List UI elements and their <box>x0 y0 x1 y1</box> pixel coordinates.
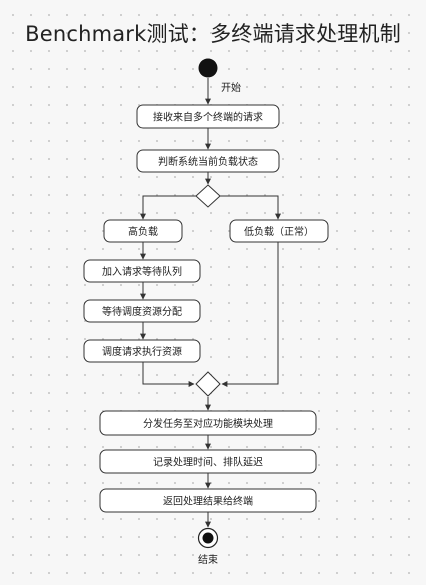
node-high-load-label: 高负载 <box>128 225 158 238</box>
node-enqueue-label: 加入请求等待队列 <box>102 265 182 278</box>
node-schedule-exec-label: 调度请求执行资源 <box>102 345 182 358</box>
node-return: 返回处理结果给终端 <box>99 488 317 513</box>
node-enqueue: 加入请求等待队列 <box>83 259 201 283</box>
merge-node <box>195 371 221 397</box>
start-node <box>198 58 218 78</box>
diagram-title: Benchmark测试：多终端请求处理机制 <box>25 22 401 46</box>
node-schedule-exec: 调度请求执行资源 <box>83 339 201 363</box>
node-record: 记录处理时间、排队延迟 <box>99 449 317 474</box>
node-receive-label: 接收来自多个终端的请求 <box>153 111 263 124</box>
start-label: 开始 <box>221 81 241 94</box>
edge-low-merge <box>221 242 279 387</box>
node-return-label: 返回处理结果给终端 <box>163 495 253 508</box>
node-high-load: 高负载 <box>103 219 183 243</box>
node-low-load-label: 低负载（正常） <box>244 225 314 238</box>
node-dispatch-label: 分发任务至对应功能模块处理 <box>143 417 273 430</box>
node-wait-schedule: 等待调度资源分配 <box>83 299 201 323</box>
edge-decision-low <box>219 195 281 220</box>
node-dispatch: 分发任务至对应功能模块处理 <box>99 410 317 436</box>
node-record-label: 记录处理时间、排队延迟 <box>153 456 263 469</box>
node-low-load: 低负载（正常） <box>229 219 329 243</box>
edge-decision-high <box>140 195 197 220</box>
node-receive: 接收来自多个终端的请求 <box>136 104 280 129</box>
node-judge-label: 判断系统当前负载状态 <box>158 155 258 168</box>
node-judge: 判断系统当前负载状态 <box>136 149 280 173</box>
end-label: 结束 <box>198 553 218 566</box>
edges <box>140 78 281 528</box>
end-node <box>197 527 219 549</box>
decision-load <box>195 184 221 208</box>
node-wait-schedule-label: 等待调度资源分配 <box>102 305 182 318</box>
edge-exec-merge <box>142 362 195 387</box>
